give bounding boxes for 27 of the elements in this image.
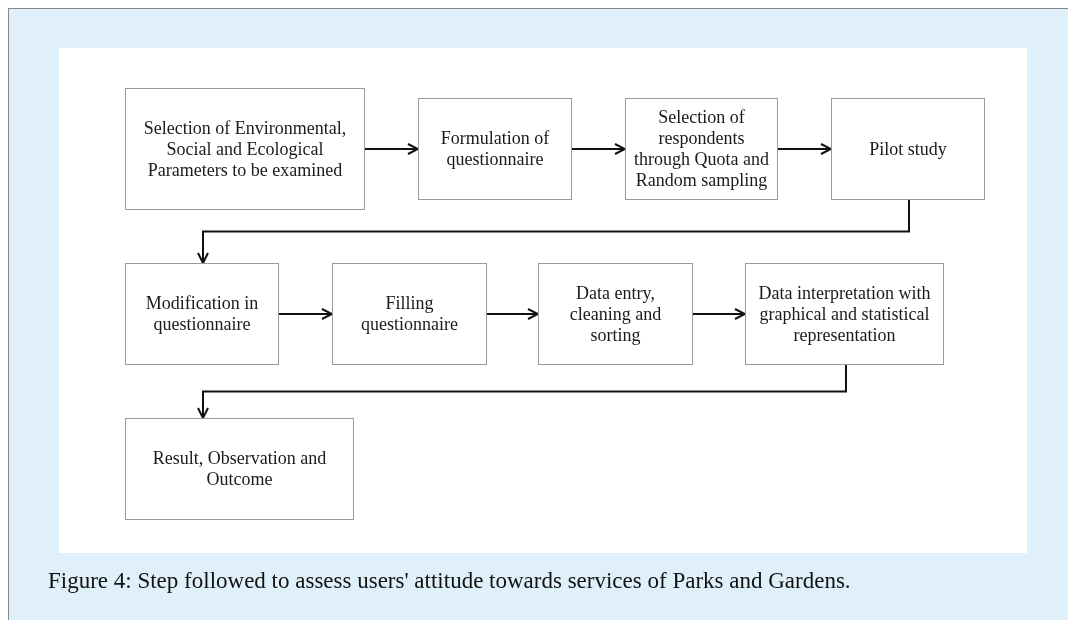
step-text: Modification in questionnaire (144, 293, 260, 335)
arrow (486, 308, 539, 320)
step-text: Filling questionnaire (360, 293, 459, 335)
arrow (197, 364, 847, 419)
process-box (332, 263, 487, 365)
process-box (125, 418, 354, 520)
process-box (538, 263, 693, 365)
arrow (197, 199, 910, 264)
process-box (125, 263, 279, 365)
process-box (831, 98, 985, 200)
process-box (418, 98, 572, 200)
step-text: Result, Observation and Outcome (151, 448, 328, 490)
step-text: Selection of respondents through Quota and Random sampling (633, 107, 770, 191)
step-text: Selection of Environmental, Social and Ecological Parameters to be examined (142, 117, 348, 181)
arrow (777, 143, 832, 155)
process-box (125, 88, 365, 210)
arrow (278, 308, 333, 320)
process-box (745, 263, 944, 365)
arrow (364, 143, 419, 155)
process-box (625, 98, 778, 200)
step-text: Data interpretation with graphical and statistical representation (757, 282, 932, 346)
step-text: Formulation of questionnaire (439, 128, 551, 170)
arrow (571, 143, 626, 155)
arrow (692, 308, 746, 320)
figure-caption: Figure 4: Step followed to assess users' attitude towards services of Parks and Gardens. (48, 568, 851, 594)
step-text: Pilot study (869, 138, 947, 160)
step-text: Data entry, cleaning and sorting (568, 282, 663, 346)
